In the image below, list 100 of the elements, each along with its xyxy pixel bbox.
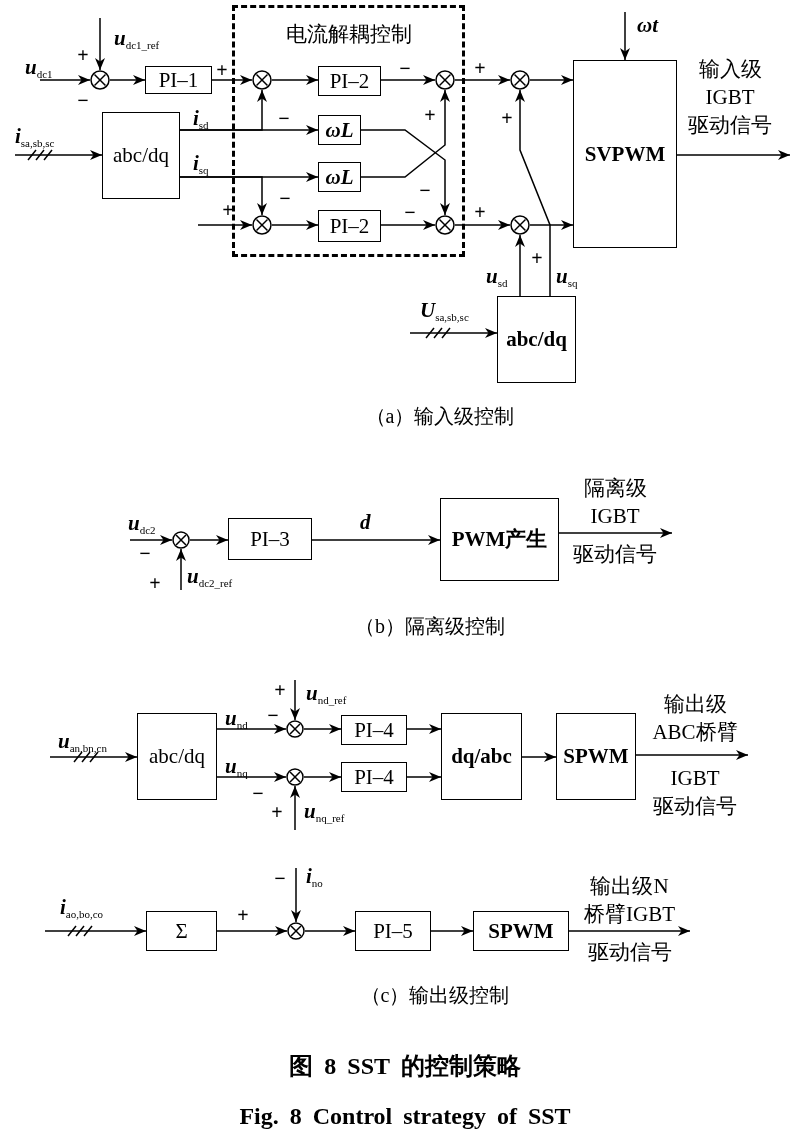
summing-junction	[435, 70, 455, 90]
signal-label: u$_{dc1_ref}$	[114, 28, 160, 51]
sign-label: −	[77, 90, 89, 110]
signal-label: i$_{sd}$	[193, 108, 209, 131]
signal-label: i$_{sq}$	[193, 153, 209, 176]
sign-label: −	[274, 868, 286, 888]
signal-label: u$_{dc1}$	[25, 57, 53, 80]
block-box: abc/dq	[102, 112, 180, 199]
arrow	[558, 528, 673, 538]
sign-label: +	[474, 202, 486, 222]
signal-label: u$_{nd}$	[225, 708, 248, 731]
signal-label: u$_{nq}$	[225, 756, 248, 779]
sign-label: +	[271, 802, 283, 822]
summing-junction	[510, 215, 530, 235]
arrow	[216, 926, 288, 936]
signal-label: d	[360, 512, 371, 533]
summing-junction	[435, 215, 455, 235]
arrow	[454, 75, 511, 85]
arrow	[406, 772, 442, 782]
signal-label: U$_{sa,sb,sc}$	[420, 300, 469, 323]
arrow	[380, 220, 436, 230]
signal-label: i$_{sa,sb,sc}$	[15, 126, 55, 149]
arrow	[521, 752, 557, 762]
block-box: dq/abc	[441, 713, 522, 800]
arrow	[676, 150, 791, 160]
sign-label: −	[419, 180, 431, 200]
arrow	[271, 220, 319, 230]
signal-label: u$_{nq_ref}$	[304, 801, 345, 824]
arrow	[380, 75, 436, 85]
arrow	[95, 17, 105, 71]
sign-label: +	[77, 45, 89, 65]
sign-label: −	[252, 783, 264, 803]
arrow	[303, 724, 342, 734]
block-box: SVPWM	[573, 60, 677, 248]
signal-label: i$_{ao,bo,co}$	[60, 897, 104, 920]
block-box: PI–4	[341, 715, 407, 745]
sign-label: +	[274, 680, 286, 700]
arrow	[304, 926, 356, 936]
arrow	[197, 220, 253, 230]
arrow	[44, 926, 147, 936]
sign-label: −	[404, 202, 416, 222]
block-box: abc/dq	[137, 713, 217, 800]
arrow	[360, 129, 450, 216]
arrow	[290, 679, 300, 721]
arrow	[454, 220, 511, 230]
arrow	[406, 724, 442, 734]
block-box: PI–4	[341, 762, 407, 792]
dashed-region-box	[232, 5, 465, 257]
sign-label: +	[474, 58, 486, 78]
summing-junction	[252, 215, 272, 235]
arrow	[216, 772, 287, 782]
signal-label: i$_{no}$	[306, 866, 323, 889]
block-box: SPWM	[556, 713, 636, 800]
summing-junction	[286, 720, 304, 738]
block-box: PI–1	[145, 66, 212, 94]
arrow	[311, 535, 441, 545]
arrow	[109, 75, 146, 85]
output-label: 输入级 IGBT 驱动信号	[687, 56, 773, 139]
sign-label: +	[149, 573, 161, 593]
block-box: ωL	[318, 162, 361, 192]
arrow	[291, 867, 301, 923]
block-box: abc/dq	[497, 296, 576, 383]
panel-caption: （b）隔离级控制	[355, 616, 505, 636]
summing-junction	[287, 922, 305, 940]
figure-caption: 图 8 SST 的控制策略	[289, 1054, 521, 1078]
sign-label: +	[501, 108, 513, 128]
arrow	[635, 750, 749, 760]
sign-label: +	[222, 200, 234, 220]
signal-label: u$_{sq}$	[556, 266, 578, 289]
block-box: ωL	[318, 115, 361, 145]
output-label: 输出级N 桥臂IGBT 驱动信号	[583, 873, 676, 966]
signal-label: u$_{dc2}$	[128, 513, 156, 536]
block-box: PI–2	[318, 210, 381, 242]
arrow	[176, 548, 186, 591]
arrow	[303, 772, 342, 782]
panel-caption: （c）输出级控制	[360, 985, 510, 1005]
block-box: PI–5	[355, 911, 431, 951]
region-title: 电流解耦控制	[284, 24, 413, 45]
sign-label: −	[139, 543, 151, 563]
block-box: PI–2	[318, 66, 381, 96]
summing-junction	[252, 70, 272, 90]
signal-label: ωt	[637, 15, 659, 36]
summing-junction	[90, 70, 110, 90]
sign-label: +	[237, 905, 249, 925]
sign-label: −	[278, 108, 290, 128]
signal-label: u$_{dc2_ref}$	[187, 566, 233, 589]
arrow	[129, 535, 173, 545]
signal-label: u$_{an,bn,cn}$	[58, 731, 107, 754]
arrow	[179, 176, 267, 216]
arrow	[216, 724, 287, 734]
arrow	[189, 535, 229, 545]
arrow	[271, 75, 319, 85]
arrow	[529, 75, 574, 85]
summing-junction	[172, 531, 190, 549]
arrow	[211, 75, 253, 85]
arrow	[620, 11, 630, 61]
output-label: 输出级 ABC桥臂 IGBT 驱动信号	[651, 691, 739, 820]
arrow	[409, 328, 498, 338]
summing-junction	[286, 768, 304, 786]
sign-label: −	[267, 705, 279, 725]
